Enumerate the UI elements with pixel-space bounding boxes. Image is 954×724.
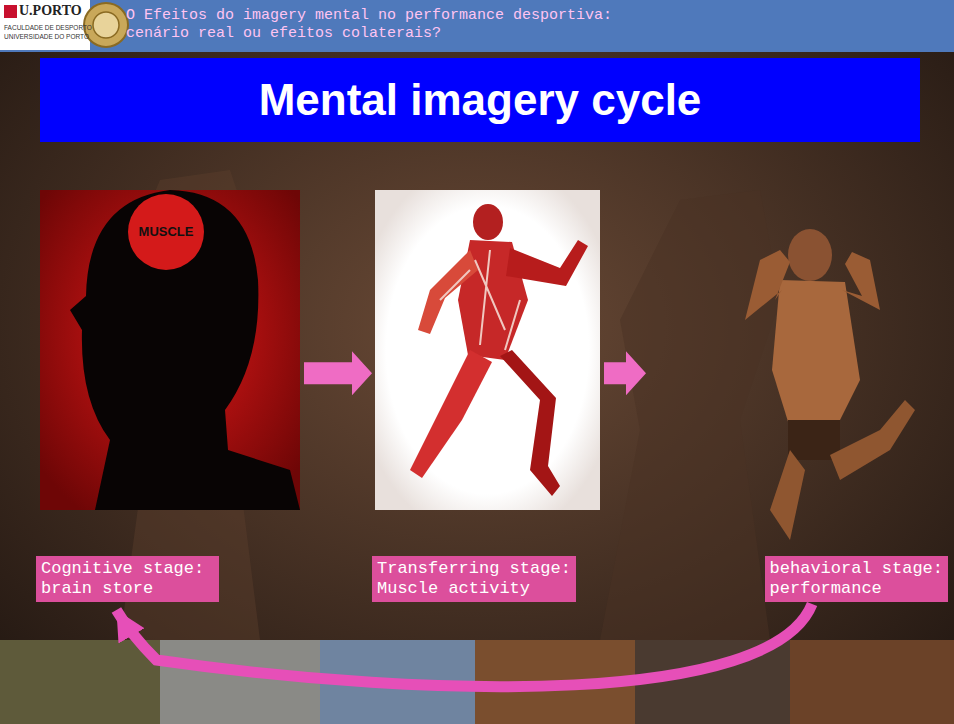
- photo-thumbnail: [0, 640, 160, 724]
- stage-node: Cognitive stage: brain store: [36, 186, 304, 602]
- muscle-figure: [410, 204, 588, 496]
- fighter-figure: [745, 229, 915, 540]
- head-silhouette: [70, 190, 300, 510]
- fighter-arm: [745, 250, 790, 320]
- header-bar: [0, 0, 954, 52]
- logo-wordmark: U.PORTO: [19, 3, 82, 19]
- brain-circle: [128, 194, 204, 270]
- fighter-head: [788, 229, 832, 281]
- title-box: [40, 58, 920, 142]
- head-panel: [40, 190, 300, 510]
- figure-arm: [506, 240, 588, 286]
- background-fighter: [600, 190, 780, 640]
- figure-leg: [500, 350, 560, 496]
- fighter-leg: [770, 450, 805, 540]
- logo-subtext: UNIVERSIDADE DO PORTO: [4, 33, 89, 41]
- header-text: O Efeitos do imagery mental no performan…: [126, 7, 621, 43]
- flow-arrow: [304, 351, 372, 395]
- seal-inner: [93, 12, 119, 38]
- figure-leg: [410, 350, 492, 478]
- stage-node: behavioral stage: performance: [646, 186, 948, 602]
- stage-label: behavioral stage: performance: [765, 556, 948, 602]
- stage-label: Transferring stage: Muscle activity: [372, 556, 576, 602]
- stage-label: Cognitive stage: brain store: [36, 556, 219, 602]
- photo-thumbnail: [790, 640, 954, 724]
- flow-arrow: [116, 604, 812, 687]
- figure-fibres: [440, 250, 520, 350]
- brain-label: MUSCLE: [128, 223, 204, 241]
- fighter-torso: [772, 280, 860, 430]
- title-text: Mental imagery cycle: [40, 58, 920, 142]
- logo-square: [4, 5, 17, 18]
- muscle-panel: [375, 190, 600, 510]
- fighter-arm: [842, 252, 880, 310]
- flow-arrow: [604, 351, 646, 395]
- figure-head: [473, 204, 503, 240]
- fighter-leg: [830, 400, 915, 480]
- stage-node: Transferring stage: Muscle activity: [372, 186, 604, 602]
- logo-subtext: FACULDADE DE DESPORTO: [4, 24, 92, 32]
- photo-thumbnail: [160, 640, 320, 724]
